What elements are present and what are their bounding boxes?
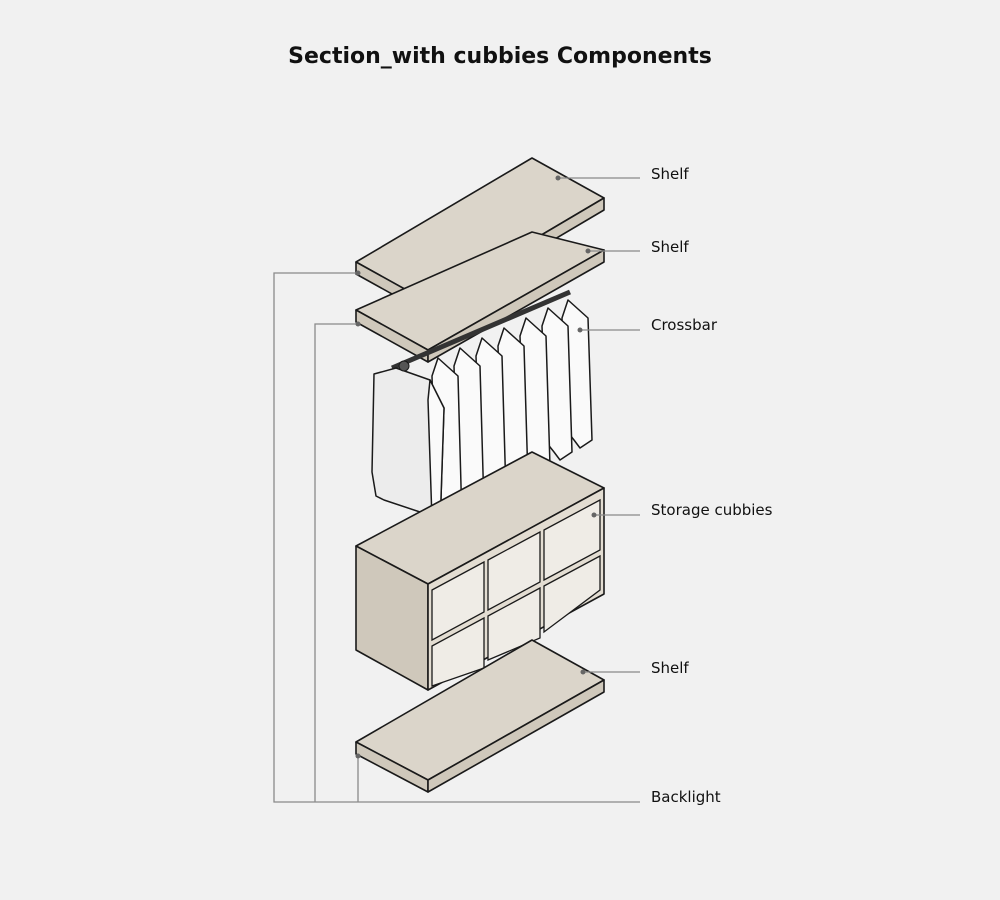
hanging-clothes <box>371 289 593 535</box>
shelf-bottom-part <box>355 639 605 793</box>
label-backlight: Backlight <box>651 788 721 806</box>
label-crossbar: Crossbar <box>651 316 718 334</box>
label-storage-cubbies: Storage cubbies <box>651 501 773 519</box>
storage-cubbies-part <box>355 451 605 691</box>
crossbar-rod <box>391 289 571 371</box>
leader-lines <box>273 175 640 803</box>
diagram-title: Section_with cubbies Components <box>288 44 712 69</box>
label-shelf-second: Shelf <box>651 238 689 256</box>
label-shelf-top: Shelf <box>651 165 689 183</box>
label-shelf-bottom: Shelf <box>651 659 689 677</box>
